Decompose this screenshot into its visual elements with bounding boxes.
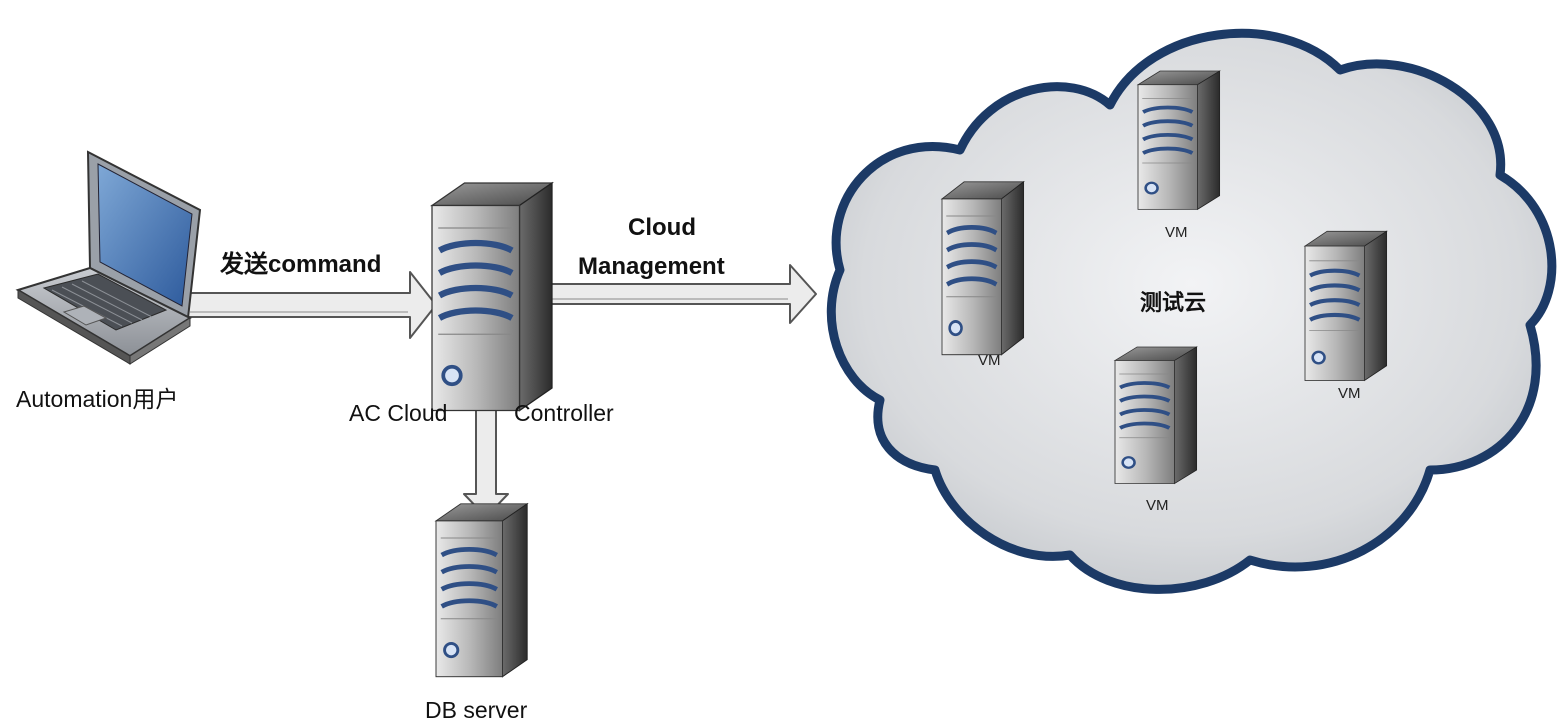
- vm-server-icon-2: [1138, 71, 1220, 209]
- db-server-icon: [436, 504, 527, 677]
- arrow-cloud-management: [549, 264, 817, 324]
- cloud-label: 测试云: [1140, 290, 1207, 315]
- vm-label-1: VM: [978, 352, 1001, 369]
- controller-server-icon: [432, 183, 552, 411]
- controller-label-right: Controller: [514, 400, 614, 426]
- laptop-icon: [15, 150, 202, 365]
- automation-user-label: Automation用户: [16, 386, 179, 412]
- db-server-label: DB server: [425, 697, 528, 723]
- cloud-management-label-line1: Cloud: [628, 214, 696, 241]
- vm-server-icon-4: [1115, 347, 1197, 484]
- cloud-icon: [826, 28, 1557, 594]
- arrow-send-command: [187, 271, 437, 339]
- vm-label-2: VM: [1165, 224, 1188, 241]
- vm-server-icon-1: [942, 182, 1024, 355]
- vm-server-icon-3: [1305, 231, 1387, 380]
- vm-label-4: VM: [1146, 497, 1169, 514]
- vm-label-3: VM: [1338, 385, 1361, 402]
- controller-label-left: AC Cloud: [349, 400, 448, 426]
- cloud-management-label-line2: Management: [578, 253, 725, 280]
- send-command-label: 发送command: [220, 251, 382, 278]
- test-cloud: [826, 28, 1557, 594]
